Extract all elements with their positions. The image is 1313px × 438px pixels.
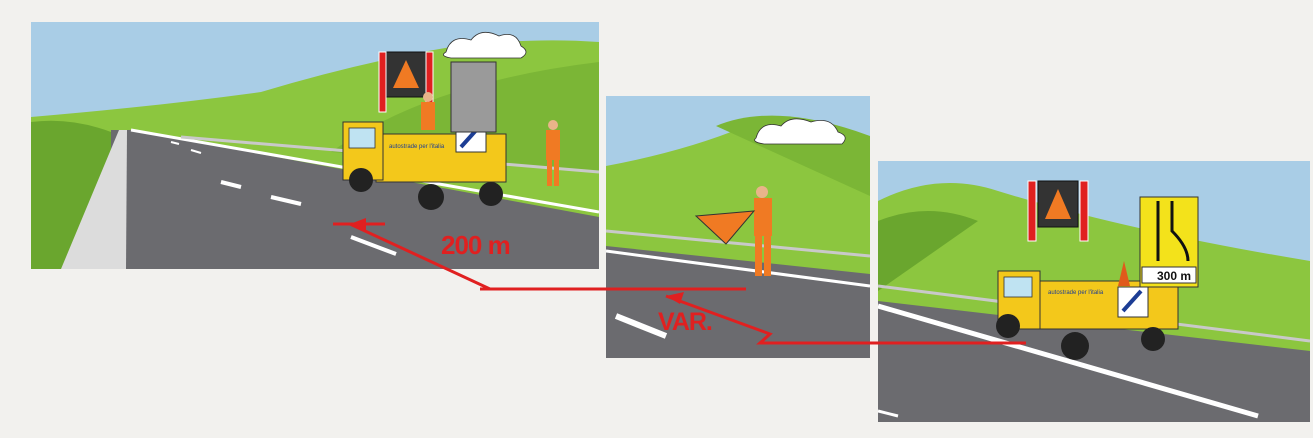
distance-label-variable: VAR. [658,308,712,337]
scene-panel-1 [31,22,599,269]
sign-distance-text: 300 m [1150,269,1198,283]
truck-logo-text-3: autostrade per l'italia [1048,290,1103,296]
scene-2-illustration [606,96,870,358]
scene-1-illustration [31,22,599,269]
distance-label-200m: 200 m [441,230,510,261]
truck-logo-text-1: autostrade per l'italia [389,144,444,150]
scene-panel-2 [606,96,870,358]
